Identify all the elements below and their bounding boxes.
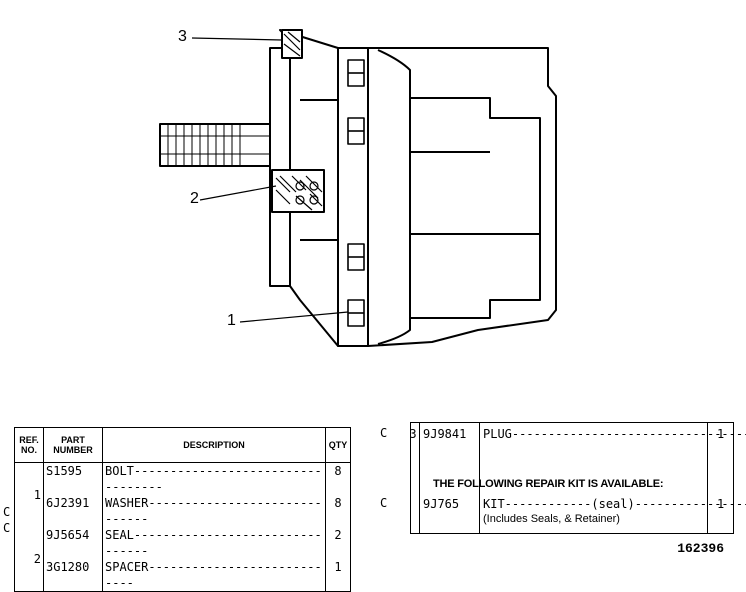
description: KIT------------(seal)---------------- <box>483 497 746 511</box>
qty: 2 <box>334 528 342 542</box>
repair-kit-notice: THE FOLLOWING REPAIR KIT IS AVAILABLE: <box>433 478 664 490</box>
callout-1: 1 <box>227 312 236 329</box>
qty: 8 <box>334 496 342 510</box>
header-part-number: PART NUMBER <box>43 427 103 463</box>
ref-number: 1 <box>14 462 44 527</box>
parts-table-right: 3 9J9841 PLUG---------------------------… <box>409 422 746 534</box>
ref-number: 3 <box>409 427 417 441</box>
bolt-heads <box>347 59 365 327</box>
header-description: DESCRIPTION <box>102 427 326 463</box>
assembly-drawing <box>159 29 557 347</box>
part-number: 9J5654 <box>43 527 103 559</box>
callout-3: 3 <box>178 28 187 45</box>
ref-number: 2 <box>14 527 44 592</box>
part-number: 9J9841 <box>423 427 467 441</box>
housing-body <box>367 47 557 347</box>
table-row: 1 S1595 BOLT----------------------------… <box>14 462 351 527</box>
part-number: S1595 <box>43 462 103 495</box>
table-row: 2 9J5654 SEAL---------------------------… <box>14 527 351 592</box>
document-number: 162396 <box>677 541 724 556</box>
qty: 8 <box>334 464 342 478</box>
description: PLUG------------------------------------ <box>483 427 746 441</box>
change-marker: C <box>3 521 11 535</box>
callout-2: 2 <box>190 190 199 207</box>
qty: 1 <box>717 427 725 441</box>
description: BOLT---------------------------------- <box>102 462 326 495</box>
part-number: 6J2391 <box>43 495 103 527</box>
header-ref: REF. NO. <box>14 427 44 463</box>
change-marker: C <box>380 426 388 440</box>
header-qty: QTY <box>325 427 351 463</box>
change-marker: C <box>3 505 11 519</box>
description: WASHER------------------------------ <box>102 495 326 527</box>
part-number: 9J765 <box>423 497 460 511</box>
change-marker: C <box>380 496 388 510</box>
drive-shaft <box>159 123 271 167</box>
table-row: 6J2391 WASHER---------------------------… <box>15 495 351 527</box>
description: SEAL-------------------------------- <box>102 527 326 559</box>
qty: 1 <box>717 497 725 511</box>
kit-note: (Includes Seals, & Retainer) <box>483 513 620 525</box>
parts-table-left: REF. NO. PART NUMBER DESCRIPTION QTY 1 S… <box>14 427 351 592</box>
